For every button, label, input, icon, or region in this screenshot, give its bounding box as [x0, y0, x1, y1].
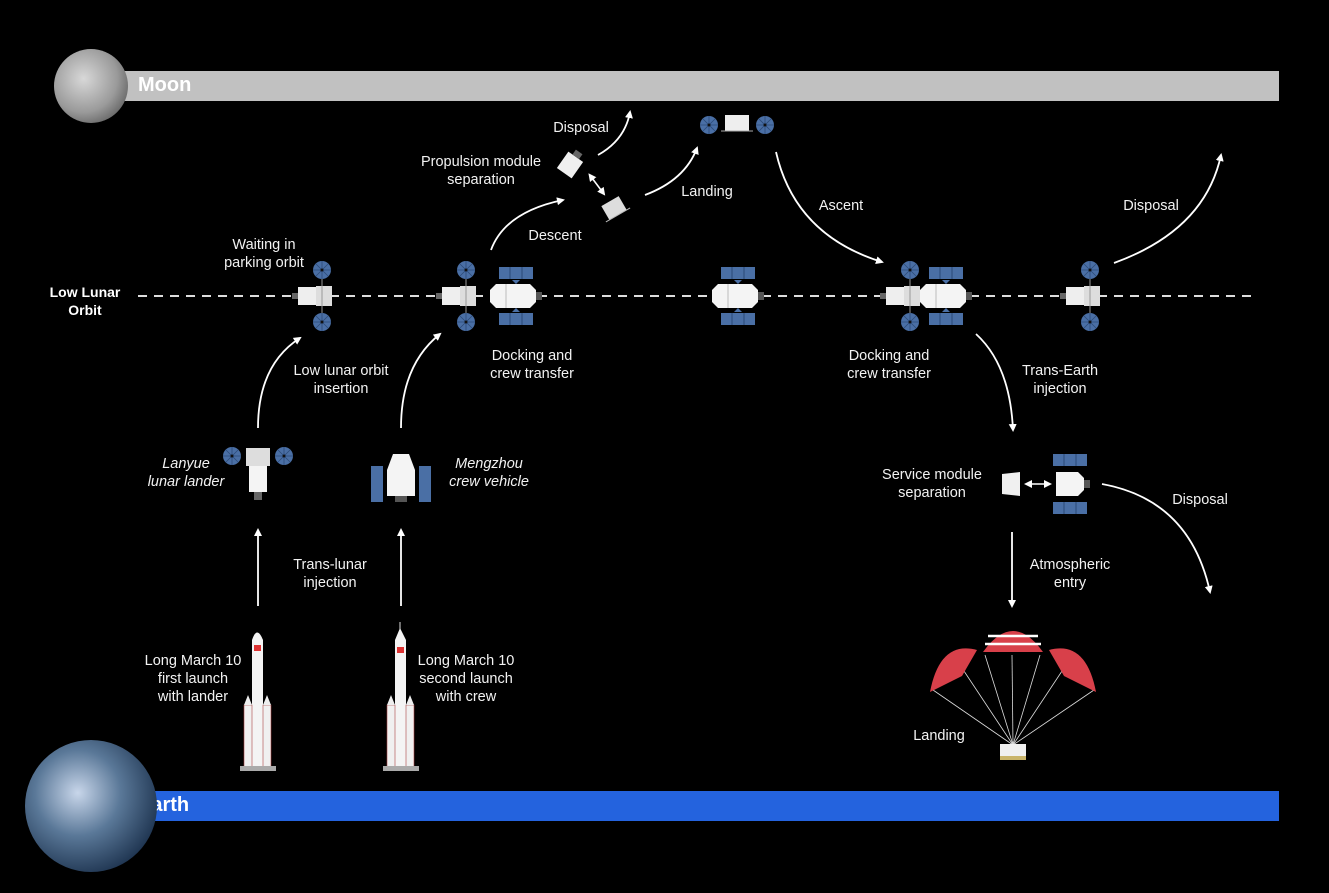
- tei-l1: Trans-Earth: [1021, 363, 1099, 379]
- waiting-label: Waiting in parking orbit: [224, 236, 304, 272]
- disposal-prop-arrow: [597, 110, 633, 156]
- lander-disposed-icon: [1060, 261, 1100, 331]
- second-launch-l2: second launch: [419, 671, 513, 687]
- disposal-lander-l1: Disposal: [1123, 198, 1179, 214]
- first-launch-l2: first launch: [157, 671, 229, 687]
- moon-label: Moon: [138, 74, 192, 96]
- propsep-l1: Propulsion module: [420, 154, 542, 170]
- tli-l1: Trans-lunar: [293, 557, 367, 573]
- lander-label-l1: Lanyue: [162, 456, 210, 472]
- moon-globe: [54, 49, 128, 123]
- docked-stack-1-icon: [436, 261, 542, 331]
- descent-arrow: [490, 197, 565, 251]
- smsep-label: Service module separation: [882, 466, 982, 502]
- docked-stack-2-icon: [880, 261, 972, 331]
- crew-capsule-sep-icon: [1052, 453, 1090, 515]
- tei-arrow: [975, 333, 1017, 432]
- second-launch-l3: with crew: [435, 689, 497, 705]
- loi-l1: Low lunar orbit: [293, 363, 389, 379]
- docking1-l1: Docking and: [491, 348, 573, 364]
- entry-label: Atmospheric entry: [1030, 556, 1111, 592]
- lander-label: Lanyue lunar lander: [148, 455, 225, 491]
- landing-earth-l1: Landing: [913, 728, 965, 744]
- crew-waiting-icon: [712, 267, 764, 325]
- tei-label: Trans-Earth injection: [1022, 362, 1098, 398]
- loi-arrow-lander: [257, 336, 302, 429]
- descent-l1: Descent: [528, 228, 582, 244]
- loi-l2: insertion: [313, 381, 369, 397]
- waiting-l1: Waiting in: [232, 237, 296, 253]
- disposal-sm-label: Disposal: [1172, 491, 1228, 509]
- disposal-sm-l1: Disposal: [1172, 492, 1228, 508]
- tli-l2: injection: [303, 575, 357, 591]
- lanyue-lander-icon: [222, 446, 294, 500]
- landing-moon-l1: Landing: [681, 184, 733, 200]
- crew-label-l2: crew vehicle: [449, 474, 529, 490]
- tei-l2: injection: [1033, 381, 1087, 397]
- disposal-prop-l1: Disposal: [553, 120, 609, 136]
- smsep-l2: separation: [898, 485, 966, 501]
- smsep-l1: Service module: [882, 467, 982, 483]
- landing-moon-label: Landing: [681, 183, 733, 201]
- landing-earth-label: Landing: [913, 727, 965, 745]
- landed-lander-icon: [699, 115, 775, 135]
- waiting-l2: parking orbit: [224, 255, 304, 271]
- landing-moon-arrow: [644, 146, 699, 196]
- rocket-second-launch: [383, 622, 419, 771]
- crew-label-l1: Mengzhou: [455, 456, 523, 472]
- docking2-label: Docking and crew transfer: [847, 347, 931, 383]
- docking1-label: Docking and crew transfer: [490, 347, 574, 383]
- descending-lander-icon: [601, 196, 631, 223]
- service-module-icon: [1002, 472, 1020, 496]
- earth-band: Earth: [110, 791, 1279, 821]
- disposal-lander-arrow: [1113, 153, 1224, 264]
- propulsion-module-icon: [556, 149, 584, 179]
- descent-label: Descent: [528, 227, 581, 245]
- entry-l1: Atmospheric: [1029, 557, 1111, 573]
- lander-label-l2: lunar lander: [147, 474, 225, 490]
- ascent-arrow: [775, 151, 884, 265]
- orbit-label-line2: Orbit: [68, 302, 102, 318]
- second-launch-label: Long March 10 second launch with crew: [418, 652, 515, 706]
- crew-label: Mengzhou crew vehicle: [449, 455, 529, 491]
- orbit-label: Low Lunar Orbit: [50, 283, 121, 319]
- loi-arrow-crew: [400, 332, 442, 429]
- rocket-first-launch: [240, 632, 276, 771]
- separation-arrow: [588, 173, 606, 196]
- second-launch-l1: Long March 10: [417, 653, 515, 669]
- docking1-l2: crew transfer: [490, 366, 574, 382]
- orbit-label-line1: Low Lunar: [49, 284, 121, 300]
- entry-l2: entry: [1053, 575, 1087, 591]
- first-launch-l1: Long March 10: [144, 653, 242, 669]
- disposal-sm-arrow: [1101, 483, 1213, 594]
- ascent-l1: Ascent: [818, 198, 864, 214]
- disposal-lander-label: Disposal: [1123, 197, 1179, 215]
- moon-band: Moon: [110, 71, 1279, 101]
- first-launch-label: Long March 10 first launch with lander: [145, 652, 242, 706]
- docking2-l2: crew transfer: [847, 366, 931, 382]
- loi-label: Low lunar orbit insertion: [293, 362, 388, 398]
- earth-globe: [25, 740, 157, 872]
- propsep-l2: separation: [447, 172, 515, 188]
- parachutes-icon: [930, 631, 1096, 760]
- tli-label: Trans-lunar injection: [293, 556, 367, 592]
- disposal-prop-label: Disposal: [553, 119, 609, 137]
- mengzhou-crew-icon: [371, 454, 431, 502]
- ascent-label: Ascent: [819, 197, 863, 215]
- docking2-l1: Docking and: [848, 348, 930, 364]
- first-launch-l3: with lander: [157, 689, 229, 705]
- propsep-label: Propulsion module separation: [421, 153, 541, 189]
